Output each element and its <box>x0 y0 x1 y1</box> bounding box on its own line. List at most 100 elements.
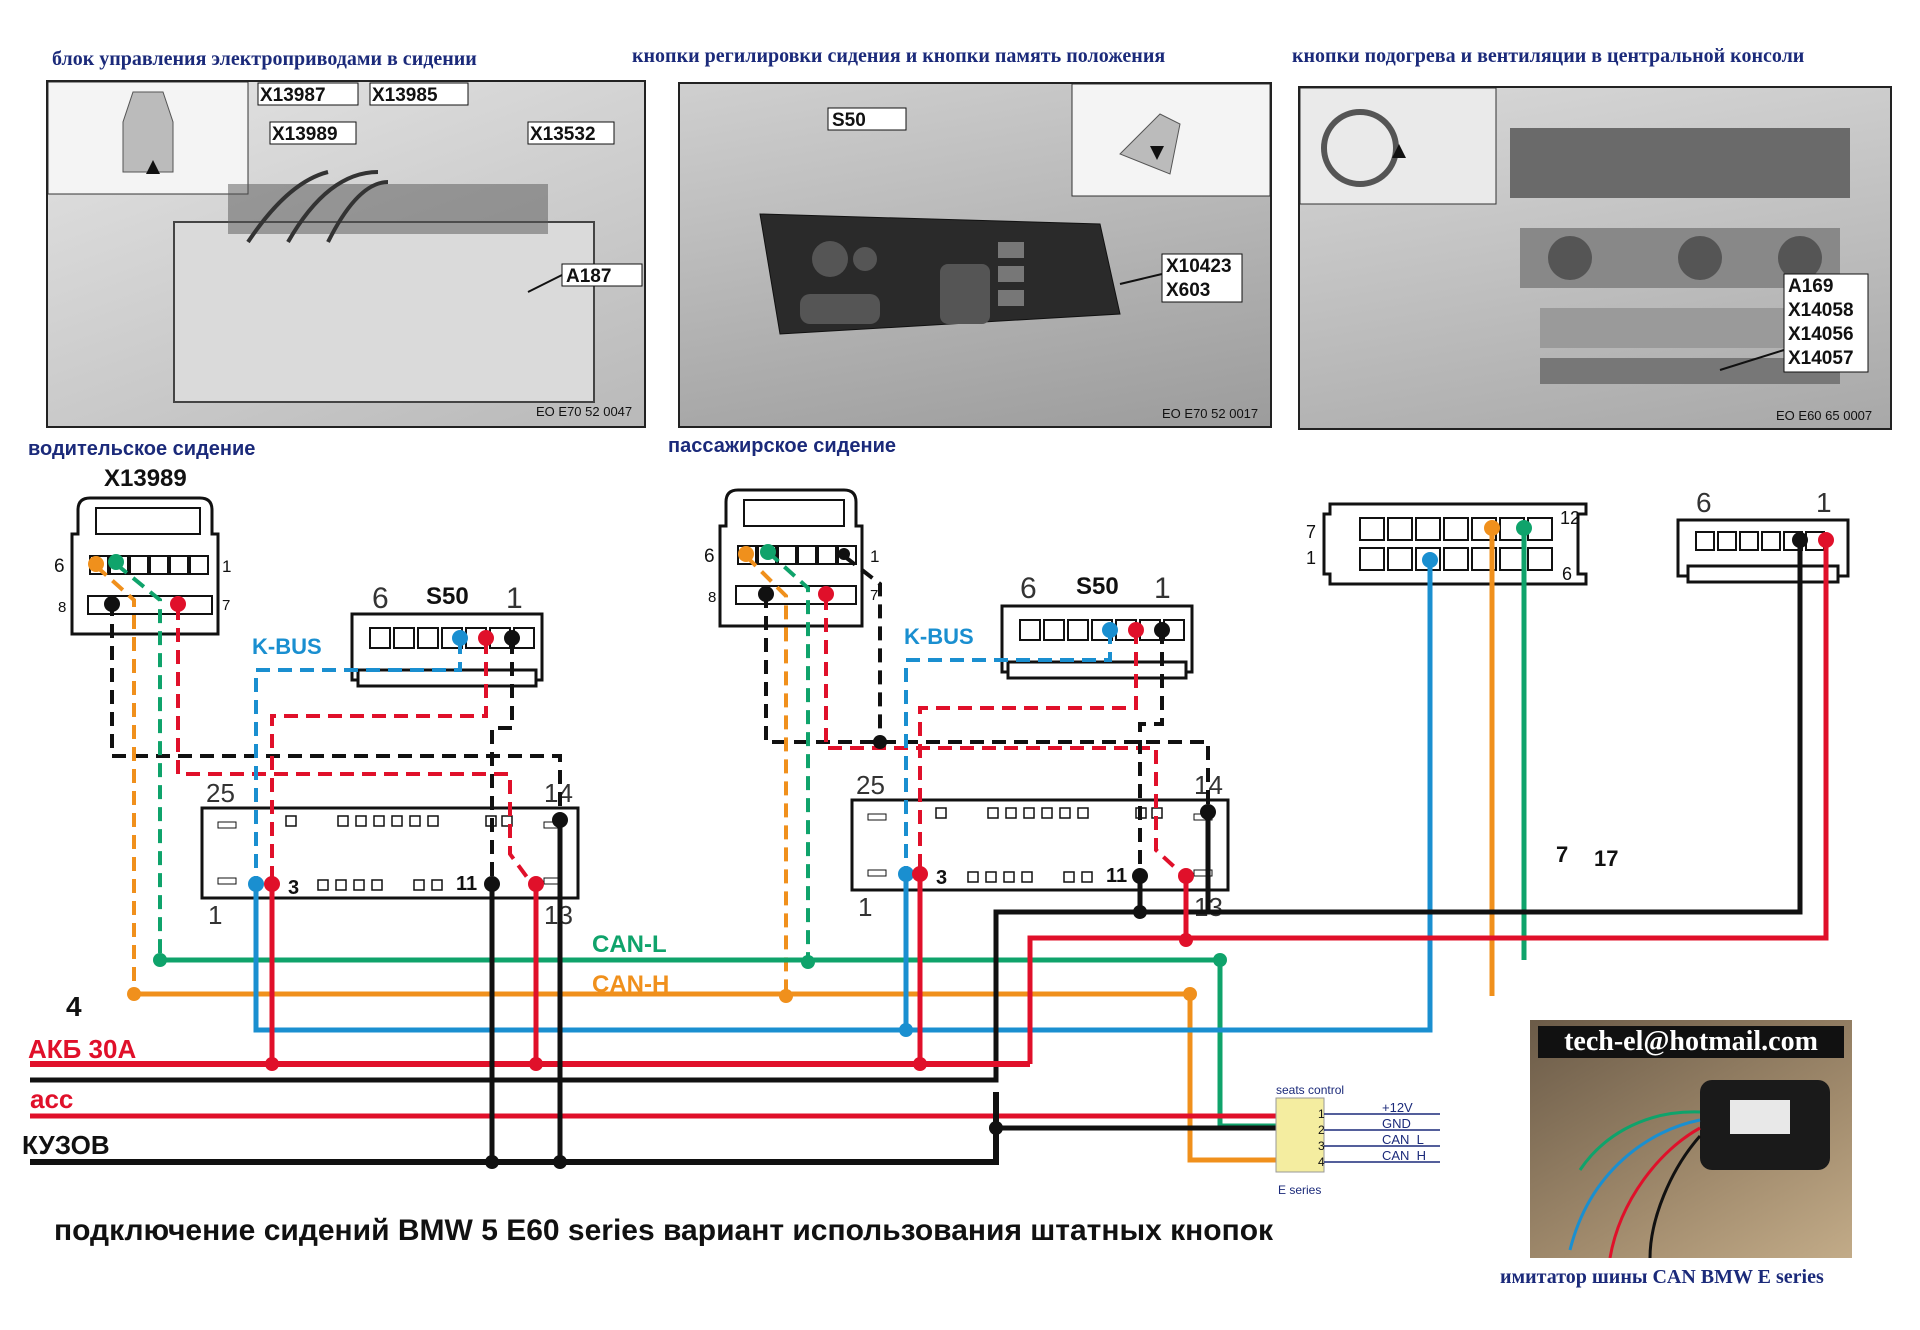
label-body: КУЗОВ <box>22 1130 110 1160</box>
label-can-h: CAN-H <box>592 971 669 998</box>
console-connector <box>1322 502 1588 586</box>
red-drops <box>269 876 1189 1064</box>
passenger-module-pin-3: 3 <box>936 867 947 889</box>
seats-control-signal-gnd: GND <box>1382 1116 1411 1131</box>
label-x14056: X14056 <box>1788 324 1854 345</box>
console-conn-pin-12: 12 <box>1560 508 1580 528</box>
seats-control-signal-can-l: CAN_L <box>1382 1132 1424 1147</box>
passenger-wire-orange-dashed <box>744 554 788 996</box>
driver-wire-green-dashed <box>114 562 162 960</box>
driver-conn-pin-8: 8 <box>58 599 66 616</box>
pin-label-17: 17 <box>1594 846 1618 871</box>
seats-control-pin-3: 3 <box>1318 1139 1325 1153</box>
driver-conn-pin-1: 1 <box>222 557 231 576</box>
label-akb: АКБ 30А <box>28 1034 136 1064</box>
console-conn-pin-7: 7 <box>1306 522 1316 542</box>
passenger-switch-pin-6: 6 <box>1020 572 1037 605</box>
bottom-title: подключение сидений BMW 5 E60 series вар… <box>54 1214 1274 1247</box>
bus-can-h <box>134 991 1290 1163</box>
passenger-conn-pin-7: 7 <box>870 587 878 604</box>
photo3-ref: EO E60 65 0007 <box>1776 408 1873 423</box>
passenger-module-pin-1: 1 <box>858 892 872 922</box>
driver-module-pin-1: 1 <box>208 900 222 930</box>
driver-module-pin-3: 3 <box>288 877 299 899</box>
caption-passenger-seat: пассажирское сидение <box>668 435 896 457</box>
label-x14057: X14057 <box>1788 348 1854 369</box>
caption-seat-module: блок управления электроприводами в сиден… <box>52 48 477 70</box>
driver-module-pin-25: 25 <box>206 778 235 808</box>
driver-wire-black-dashed <box>110 602 562 820</box>
driver-wire-red-dashed <box>176 606 534 886</box>
seats-control-signal-can-h: CAN_H <box>1382 1148 1426 1163</box>
pin-label-7: 7 <box>1556 842 1568 867</box>
console-conn-pin-6: 6 <box>1562 564 1572 584</box>
passenger-conn-pin-6: 6 <box>704 546 715 567</box>
passenger-wire-kbus <box>904 630 1112 874</box>
label-s50: S50 <box>832 110 866 131</box>
body-to-seats-control <box>996 1125 1293 1140</box>
caption-device: имитатор шины CAN BMW E series <box>1500 1266 1824 1288</box>
device-photo: tech-el@hotmail.com <box>1530 1020 1852 1258</box>
seats-control-pin-4: 4 <box>1318 1155 1325 1169</box>
black-drops <box>489 812 1211 1162</box>
driver-kbus-label: K-BUS <box>252 634 322 659</box>
passenger-wire-black-dashed <box>764 594 1210 812</box>
module-housing <box>173 221 595 403</box>
passenger-wire-green-dashed <box>766 550 810 962</box>
bus-body <box>30 1092 999 1165</box>
seats-control-title: seats control <box>1276 1083 1344 1097</box>
bus-blue <box>253 556 1433 1033</box>
label-x10423: X10423 <box>1166 256 1232 277</box>
label-x13985: X13985 <box>372 85 438 106</box>
email-label: tech-el@hotmail.com <box>1538 1026 1844 1058</box>
right-conn-pin-6: 6 <box>1696 487 1712 518</box>
passenger-conn-pin-8: 8 <box>708 589 716 606</box>
label-acc: асс <box>30 1084 73 1114</box>
right-black-wire <box>30 540 1803 1083</box>
driver-module-pin-11: 11 <box>456 873 477 895</box>
photo-console: A169 X14058 X14056 X14057 EO E60 65 0007 <box>1298 86 1892 430</box>
passenger-wire-s50-red <box>918 630 1138 874</box>
passenger-conn-pin-1: 1 <box>870 547 879 566</box>
bus-can-l <box>160 957 1290 1129</box>
pin-label-4: 4 <box>66 991 82 1022</box>
label-x603: X603 <box>1166 280 1211 301</box>
driver-wire-s50-black <box>490 640 514 884</box>
air-vents <box>1510 128 1850 198</box>
label-x13989: X13989 <box>272 124 338 145</box>
driver-conn-pin-7: 7 <box>222 597 230 614</box>
seats-control-signal-12v: +12V <box>1382 1100 1413 1115</box>
seats-control-pin-2: 2 <box>1318 1123 1325 1137</box>
caption-seat-buttons: кнопки регилировки сидения и кнопки памя… <box>632 45 1166 67</box>
label-can-l: CAN-L <box>592 931 667 958</box>
driver-wire-kbus <box>254 640 462 880</box>
caption-driver-seat: водительское сидение <box>28 438 255 460</box>
right-conn-pin-1: 1 <box>1816 487 1832 518</box>
driver-switch-pin-1: 1 <box>506 582 523 615</box>
driver-wire-s50-red <box>270 640 488 884</box>
photo-seat-module: X13987 X13985 X13989 X13532 A187 EO E70 … <box>46 80 646 428</box>
passenger-module-pin-25: 25 <box>856 770 885 800</box>
label-x14058: X14058 <box>1788 300 1854 321</box>
label-a169: A169 <box>1788 276 1834 297</box>
seats-control-footer: E series <box>1278 1183 1321 1197</box>
seats-control-block <box>1275 1097 1440 1173</box>
photo1-ref: EO E70 52 0047 <box>536 404 633 419</box>
junction-dots <box>88 520 1834 1169</box>
right-red-wire <box>1027 540 1829 1064</box>
passenger-kbus-label: K-BUS <box>904 624 974 649</box>
driver-connector-name: X13989 <box>104 465 187 492</box>
label-x13987: X13987 <box>260 85 326 106</box>
passenger-module-pin-11: 11 <box>1106 865 1127 887</box>
photo-seat-buttons: S50 X10423 X603 EO E70 52 0017 <box>678 82 1272 428</box>
label-x13532: X13532 <box>530 124 596 145</box>
seats-control-pin-1: 1 <box>1318 1107 1325 1121</box>
passenger-wire-red-dashed <box>824 596 1184 876</box>
passenger-wire-s50-black <box>1138 630 1164 876</box>
driver-switch-pin-6: 6 <box>372 582 389 615</box>
label-a187: A187 <box>566 266 612 287</box>
passenger-switch-name: S50 <box>1076 573 1119 600</box>
photo2-ref: EO E70 52 0017 <box>1162 406 1259 421</box>
driver-switch-name: S50 <box>426 583 469 610</box>
